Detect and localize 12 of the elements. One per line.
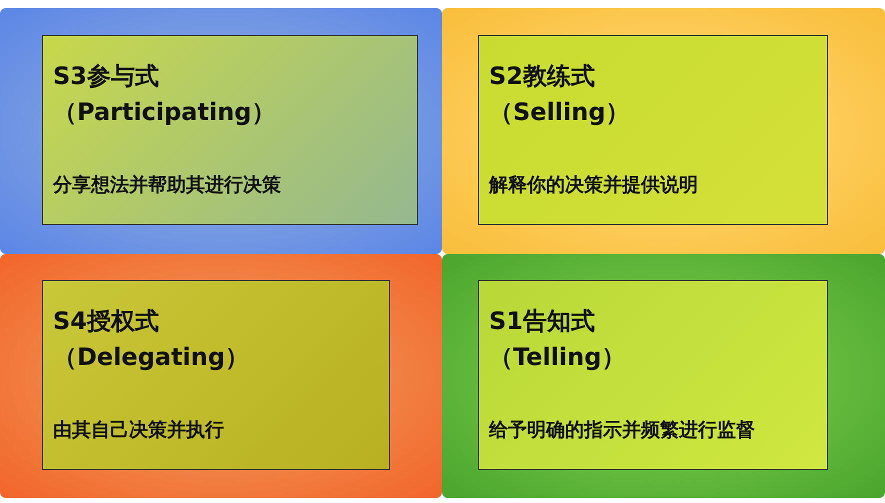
style-description: 由其自己决策并执行 [53,418,224,443]
style-heading: S1告知式（Telling） [489,306,626,373]
style-card [42,35,418,225]
style-card [478,280,828,470]
style-description: 给予明确的指示并频繁进行监督 [489,418,755,443]
style-description: 分享想法并帮助其进行决策 [53,173,281,198]
style-heading: S3参与式（Participating） [53,61,276,128]
style-heading: S4授权式（Delegating） [53,306,250,373]
style-description: 解释你的决策并提供说明 [489,173,698,198]
style-card [478,35,828,225]
style-card [42,280,390,470]
style-heading: S2教练式（Selling） [489,61,631,128]
